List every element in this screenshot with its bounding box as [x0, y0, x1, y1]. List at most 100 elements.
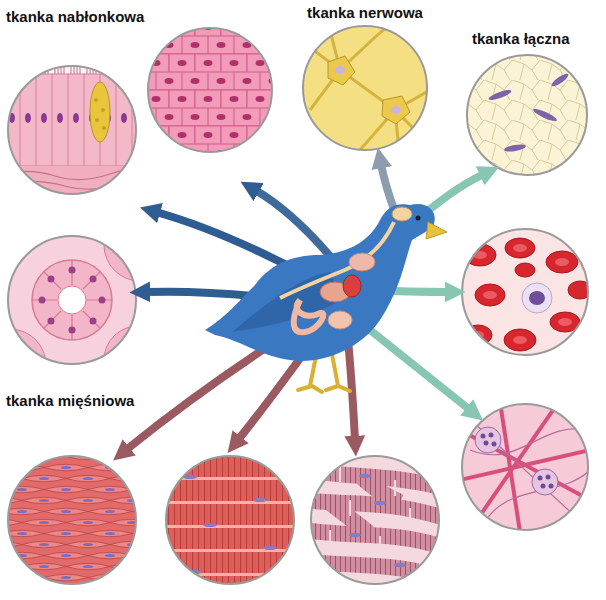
skeletal-muscle-part [203, 523, 217, 527]
glandular-epithelium-part [104, 326, 172, 394]
skeletal-muscle [164, 454, 298, 588]
glandular-epithelium-part [90, 276, 97, 283]
pointer-arrows-part [360, 322, 470, 410]
connective-tissue-part [532, 107, 558, 123]
skeletal-muscle-part [166, 456, 294, 584]
cardiac-muscle-part [349, 533, 361, 537]
loose-connective-tissue [460, 400, 590, 532]
loose-connective-tissue-part [492, 442, 497, 447]
connective-tissue-part [467, 55, 587, 175]
nervous-tissue [300, 24, 430, 160]
blood-tissue-part [462, 229, 588, 355]
skeletal-muscle-part [253, 498, 267, 502]
blood-tissue-part [529, 291, 545, 305]
blood-tissue-part [555, 258, 569, 266]
smooth-muscle-part [8, 456, 136, 584]
bird-figure-part [426, 222, 447, 239]
tissue-label: tkanka nabłonkowa [4, 8, 146, 26]
columnar-epithelium-part [0, 60, 150, 200]
pointer-arrows [126, 164, 484, 450]
bird-figure-part [205, 204, 435, 361]
columnar-epithelium [0, 60, 150, 206]
stratified-epithelium [140, 20, 280, 160]
loose-connective-tissue-part [460, 410, 590, 532]
loose-connective-tissue-part [549, 484, 554, 489]
bird-figure-part [349, 253, 375, 271]
bird-figure-part [328, 311, 352, 329]
glandular-epithelium-part [58, 286, 86, 314]
glandular-epithelium-part [48, 318, 55, 325]
columnar-epithelium-part [102, 126, 106, 130]
columnar-epithelium-part [0, 60, 150, 200]
nervous-tissue-part [300, 24, 430, 160]
pointer-arrows-part [255, 190, 330, 256]
blood-tissue-part [515, 263, 535, 277]
skeletal-muscle-part [263, 546, 277, 550]
loose-connective-tissue-part [462, 404, 588, 530]
blood-tissue-part [513, 336, 527, 344]
glandular-epithelium-part [6, 234, 140, 368]
smooth-muscle [6, 454, 140, 588]
blood-tissue-part [505, 238, 535, 258]
columnar-epithelium-part [5, 168, 150, 189]
bird-figure-part [343, 275, 361, 297]
loose-connective-tissue-part [460, 400, 590, 532]
loose-connective-tissue-part [546, 475, 551, 480]
nervous-tissue-part [303, 26, 427, 150]
tissue-label: tkanka mięśniowa [4, 392, 136, 410]
connective-tissue-part [465, 53, 590, 178]
cardiac-muscle-part [394, 563, 406, 567]
columnar-epithelium-part [95, 118, 99, 122]
connective-tissue-part [504, 143, 527, 153]
cardiac-muscle-part [359, 474, 371, 478]
nervous-tissue-part [335, 66, 345, 74]
cardiac-muscle-part [374, 501, 386, 505]
smooth-muscle-part [6, 454, 140, 588]
glandular-epithelium-part [99, 297, 106, 304]
glandular-epithelium-part [32, 260, 112, 340]
columnar-epithelium-part [90, 82, 110, 142]
pointer-arrows-part [408, 174, 484, 228]
blood-tissue-part [513, 244, 527, 252]
loose-connective-tissue-part [538, 476, 543, 481]
blood-tissue-part [522, 283, 552, 313]
loose-connective-tissue-part [484, 441, 489, 446]
stratified-epithelium-part [140, 20, 280, 160]
bird-figure-part [232, 272, 342, 332]
glandular-epithelium-part [69, 327, 76, 334]
cardiac-muscle [305, 454, 445, 588]
connective-tissue [465, 53, 590, 178]
glandular-epithelium-part [39, 297, 46, 304]
cardiac-muscle-part [311, 456, 439, 584]
glandular-epithelium-part [69, 267, 76, 274]
nervous-tissue-part [328, 56, 355, 85]
blood-tissue-part [504, 329, 536, 351]
blood-tissue-part [546, 251, 578, 273]
stratified-epithelium-part [148, 28, 272, 152]
blood-tissue-part [483, 291, 497, 299]
columnar-epithelium-part [94, 98, 98, 102]
glandular-epithelium-part [90, 318, 97, 325]
nervous-tissue-part [391, 106, 401, 114]
blood-tissue-part [475, 284, 505, 306]
connective-tissue-part [488, 88, 513, 102]
nervous-tissue-part [382, 96, 410, 124]
glandular-epithelium-part [48, 276, 55, 283]
glandular-epithelium-part [32, 260, 112, 340]
bird-figure-part [416, 216, 421, 221]
connective-tissue-part [465, 53, 590, 178]
skeletal-muscle-part [164, 454, 298, 588]
loose-connective-tissue-part [475, 427, 501, 453]
bird-figure-part [294, 300, 324, 332]
bird-figure [205, 204, 447, 392]
pointer-arrows-part [156, 212, 300, 272]
glandular-epithelium [0, 209, 176, 401]
cardiac-muscle-part [330, 466, 420, 576]
loose-connective-tissue-part [489, 433, 494, 438]
loose-connective-tissue-part [481, 434, 486, 439]
tissue-label: tkanka łączna [470, 30, 572, 48]
loose-connective-tissue-part [532, 469, 558, 495]
tissue-label: tkanka nerwowa [305, 4, 425, 22]
glandular-epithelium-part [104, 209, 176, 281]
